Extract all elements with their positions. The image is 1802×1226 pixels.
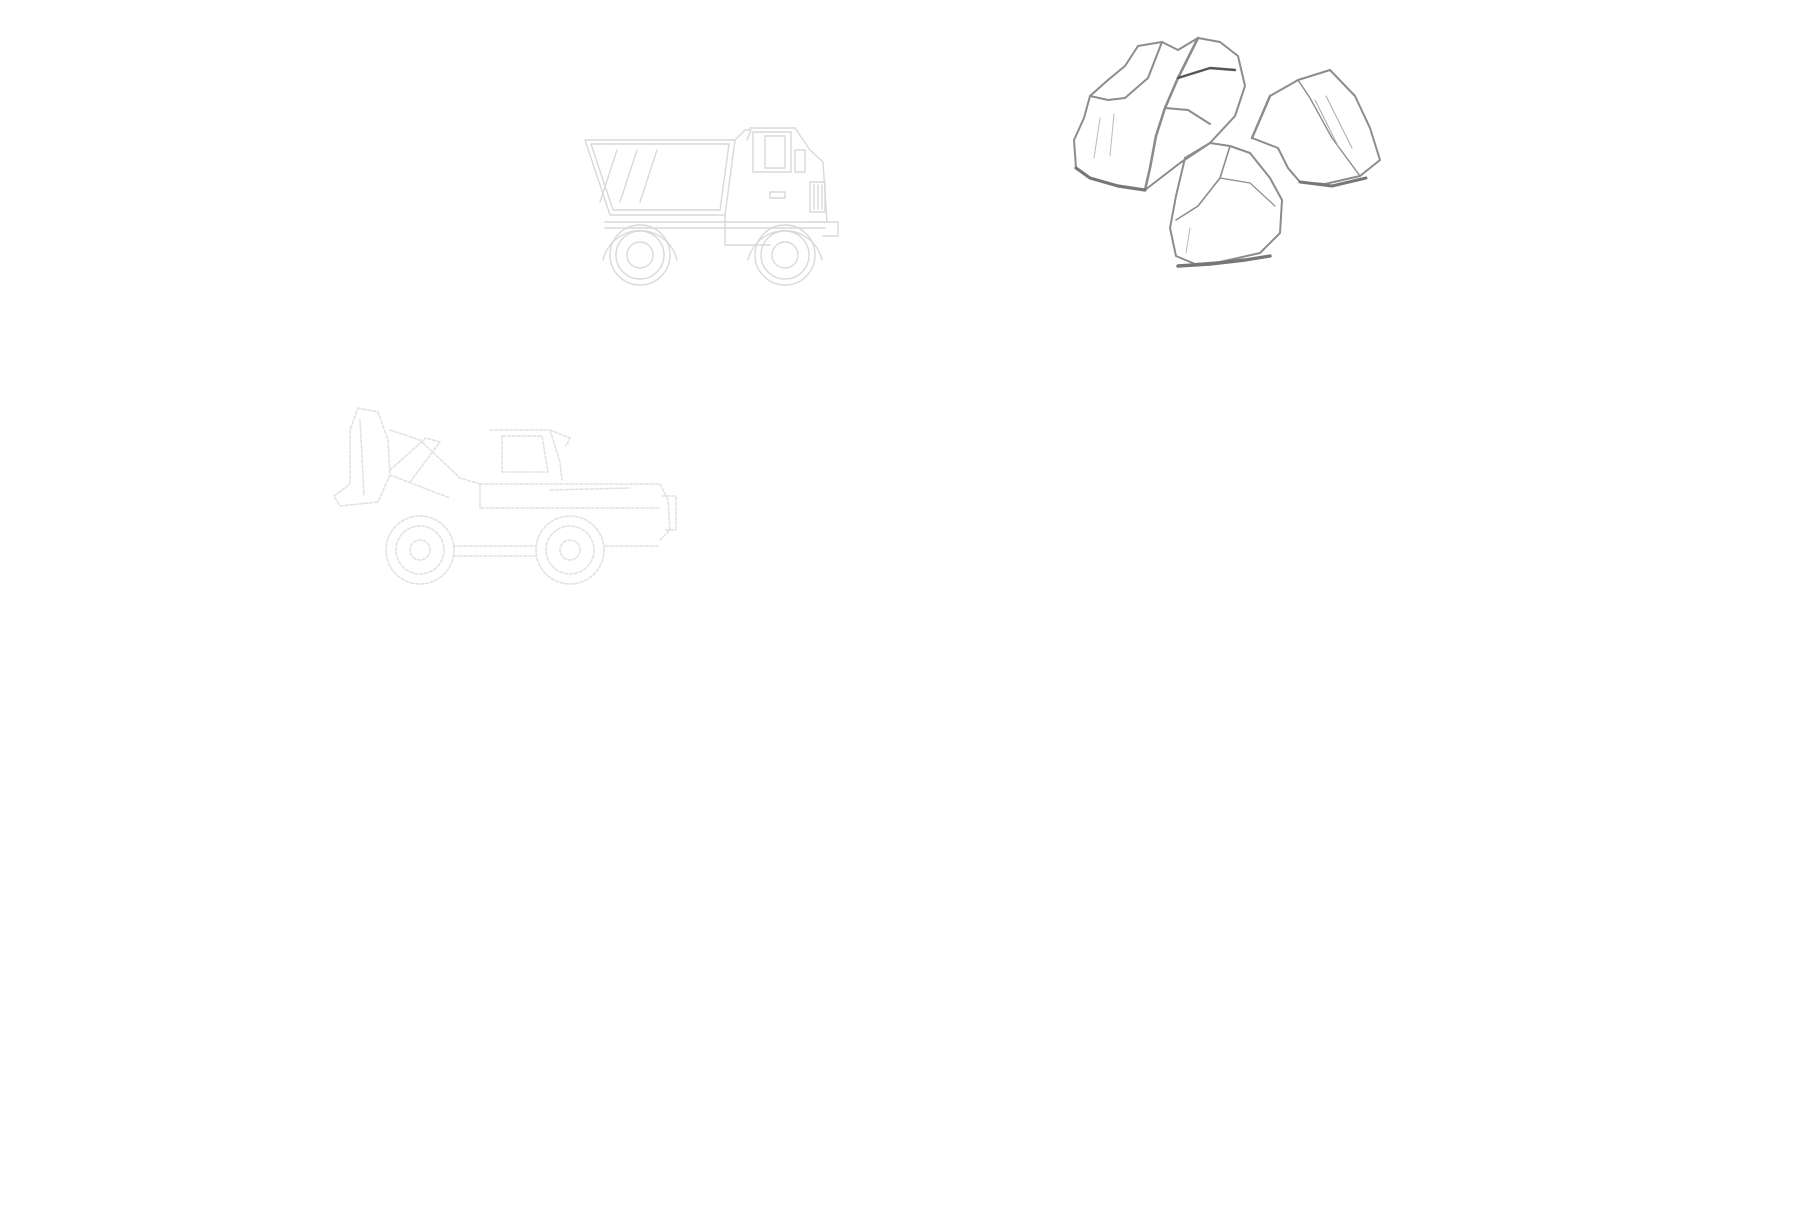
dump-truck-icon <box>584 127 839 286</box>
rocks-icon <box>1073 36 1381 268</box>
wheel-loader-icon <box>333 407 677 585</box>
